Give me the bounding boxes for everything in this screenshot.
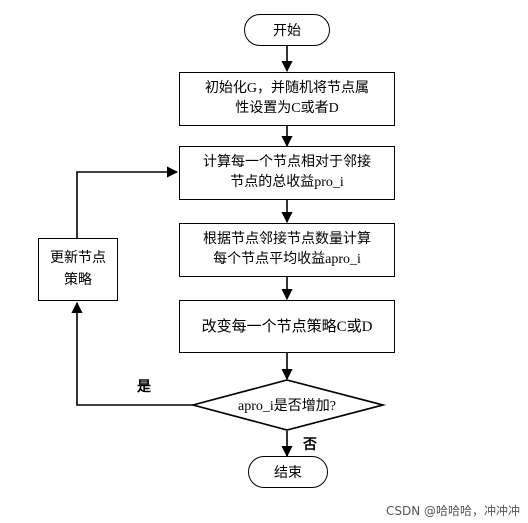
compute-label-line2: 节点的总收益pro_i bbox=[230, 175, 344, 190]
update-label-line2: 策略 bbox=[64, 272, 92, 288]
change-label: 改变每一个节点策略C或D bbox=[201, 318, 373, 335]
end-node: 结束 bbox=[248, 456, 328, 488]
average-label-line2: 每个节点平均收益apro_i bbox=[213, 252, 361, 267]
init-label-line2: 性设置为C或者D bbox=[235, 101, 339, 116]
init-label-line1: 初始化G，并随机将节点属 bbox=[204, 81, 370, 96]
init-node: 初始化G，并随机将节点属 性设置为C或者D bbox=[179, 72, 395, 126]
yes-label: 是 bbox=[137, 380, 151, 395]
decision-diamond bbox=[189, 379, 387, 431]
arrow-update-to-compute bbox=[76, 166, 179, 238]
start-label: 开始 bbox=[273, 24, 301, 39]
compute-node: 计算每一个节点相对于邻接 节点的总收益pro_i bbox=[179, 146, 395, 200]
end-label: 结束 bbox=[274, 466, 302, 481]
average-label-line1: 根据节点邻接节点数量计算 bbox=[203, 232, 371, 247]
no-label: 否 bbox=[303, 438, 317, 453]
decision-label: apro_i是否增加? bbox=[238, 399, 336, 414]
update-label-line1: 更新节点 bbox=[50, 250, 106, 266]
average-node: 根据节点邻接节点数量计算 每个节点平均收益apro_i bbox=[179, 223, 395, 277]
arrow-decision-yes-to-update bbox=[71, 301, 193, 406]
start-node: 开始 bbox=[244, 14, 330, 46]
decision-label-box: apro_i是否增加? bbox=[213, 395, 361, 415]
update-node: 更新节点 策略 bbox=[38, 238, 118, 301]
change-node: 改变每一个节点策略C或D bbox=[179, 300, 395, 353]
compute-label-line1: 计算每一个节点相对于邻接 bbox=[203, 155, 371, 170]
watermark: CSDN @哈哈哈，冲冲冲 bbox=[385, 504, 520, 518]
